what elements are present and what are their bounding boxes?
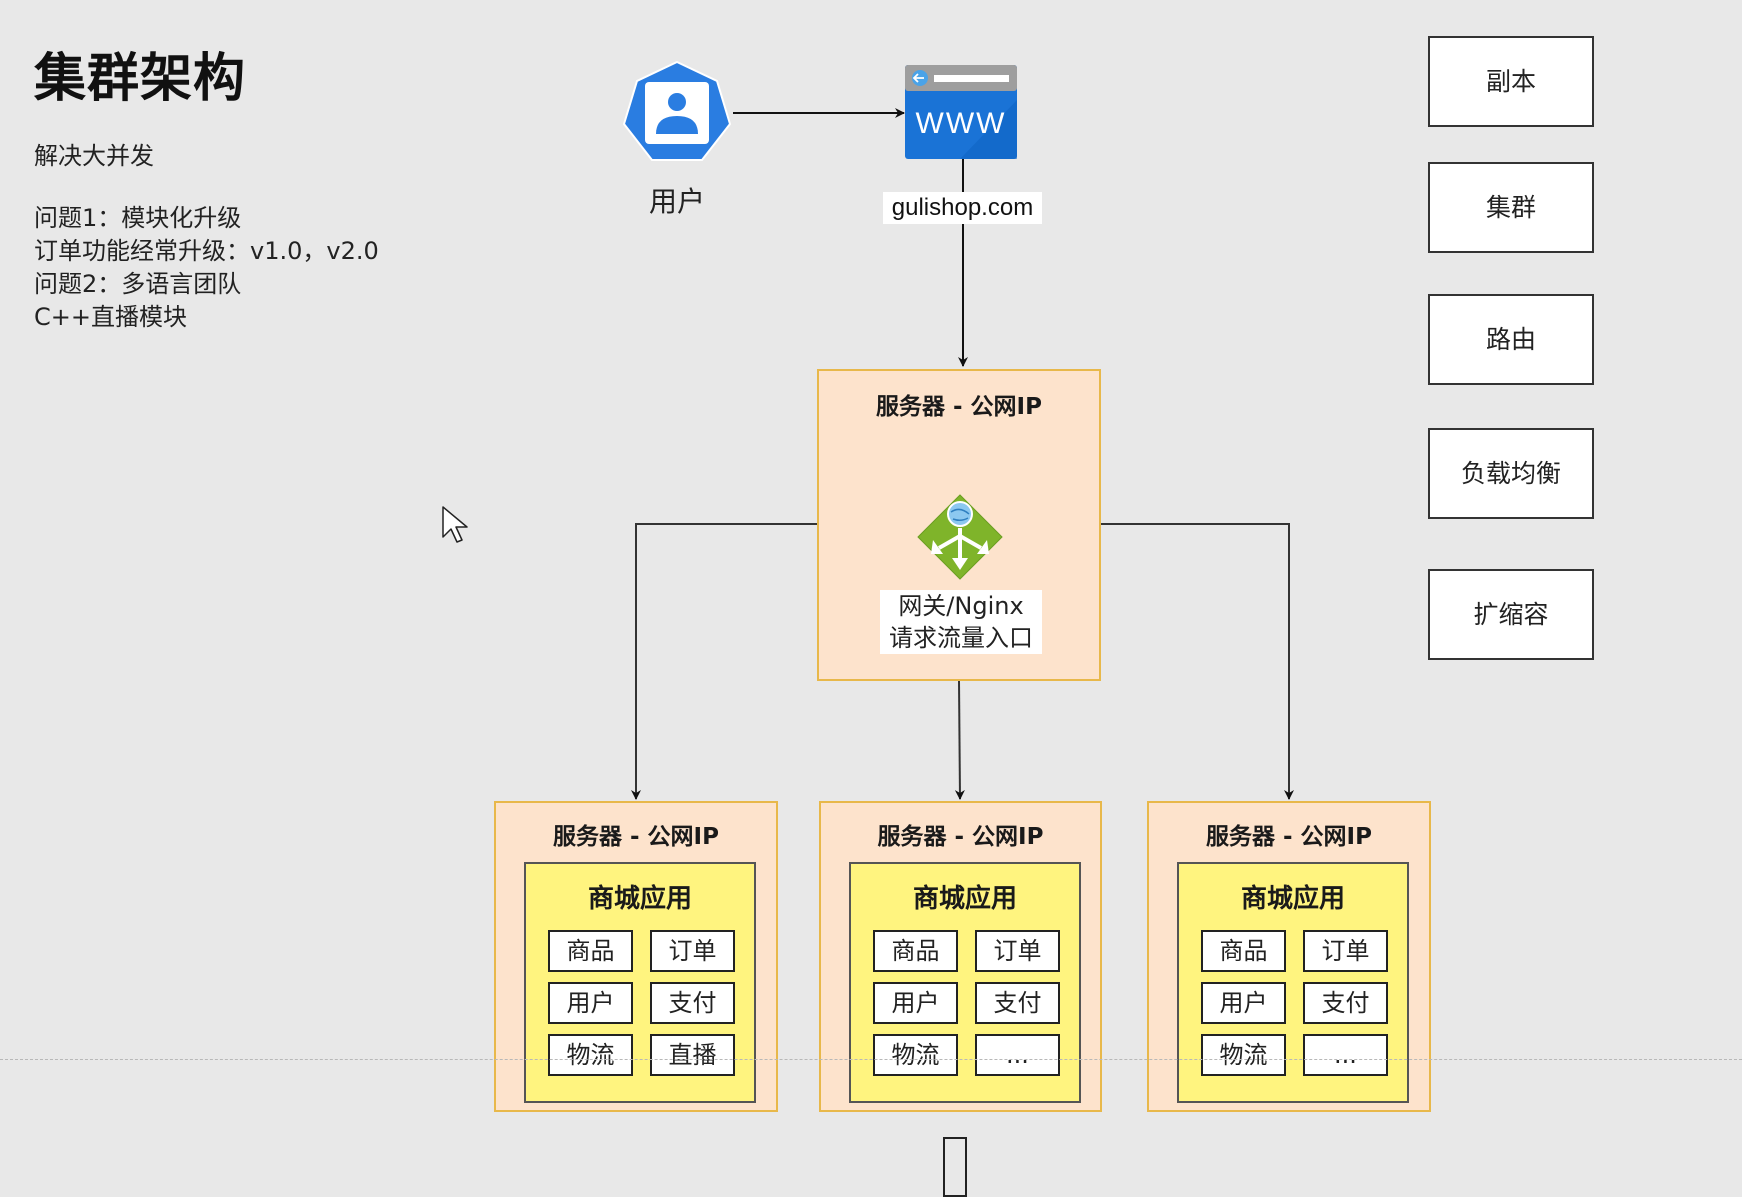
module-more[interactable]: ... — [975, 1034, 1060, 1076]
concept-replica[interactable]: 副本 — [1428, 36, 1594, 127]
page-subtitle: 解决大并发 — [34, 142, 154, 170]
user-label: 用户 — [648, 185, 705, 218]
note-line: 问题2：多语言团队 — [34, 270, 242, 298]
module-order[interactable]: 订单 — [975, 930, 1060, 972]
browser-www-text: WWW — [916, 107, 1007, 140]
module-logistics[interactable]: 物流 — [548, 1034, 633, 1076]
module-order[interactable]: 订单 — [1303, 930, 1388, 972]
edge-gateway-to-server-2 — [954, 680, 965, 800]
module-payment[interactable]: 支付 — [1303, 982, 1388, 1024]
note-line: 订单功能经常升级：v1.0，v2.0 — [34, 237, 379, 265]
app-server-2[interactable]: 服务器 - 公网IP 商城应用 商品 订单 用户 支付 物流 ... — [819, 801, 1102, 1112]
module-product[interactable]: 商品 — [1201, 930, 1286, 972]
note-line: C++直播模块 — [34, 303, 187, 331]
gateway-server-title: 服务器 - 公网IP — [876, 394, 1042, 420]
module-logistics[interactable]: 物流 — [1201, 1034, 1286, 1076]
module-more[interactable]: ... — [1303, 1034, 1388, 1076]
app-server-1[interactable]: 服务器 - 公网IP 商城应用 商品 订单 用户 支付 物流 直播 — [494, 801, 778, 1112]
concept-load-balancing[interactable]: 负载均衡 — [1428, 428, 1594, 519]
module-payment[interactable]: 支付 — [975, 982, 1060, 1024]
app-title: 商城应用 — [912, 884, 1017, 914]
browser-www-icon[interactable]: WWW — [905, 65, 1017, 159]
module-product[interactable]: 商品 — [548, 930, 633, 972]
user-icon[interactable] — [622, 60, 732, 161]
edge-gateway-to-server-3 — [1101, 523, 1294, 800]
gateway-label: 网关/Nginx 请求流量入口 — [880, 590, 1042, 654]
app-server-3[interactable]: 服务器 - 公网IP 商城应用 商品 订单 用户 支付 物流 ... — [1147, 801, 1431, 1112]
mall-app[interactable]: 商城应用 商品 订单 用户 支付 物流 直播 — [524, 862, 756, 1103]
server-title: 服务器 - 公网IP — [553, 824, 719, 850]
page-boundary-dashed-line — [0, 1059, 1742, 1060]
app-title: 商城应用 — [587, 884, 692, 914]
load-balancer-icon — [917, 494, 1003, 580]
mall-app[interactable]: 商城应用 商品 订单 用户 支付 物流 ... — [1177, 862, 1409, 1103]
concept-cluster[interactable]: 集群 — [1428, 162, 1594, 253]
server-title: 服务器 - 公网IP — [1206, 824, 1372, 850]
app-title: 商城应用 — [1240, 884, 1345, 914]
module-user[interactable]: 用户 — [1201, 982, 1286, 1024]
module-live[interactable]: 直播 — [650, 1034, 735, 1076]
edge-gateway-to-server-1 — [631, 523, 818, 800]
domain-label: gulishop.com — [883, 192, 1042, 224]
gateway-label-line1: 网关/Nginx — [898, 592, 1024, 620]
concept-routing[interactable]: 路由 — [1428, 294, 1594, 385]
page-title: 集群架构 — [34, 49, 247, 109]
notes-list: 问题1：模块化升级 订单功能经常升级：v1.0，v2.0 问题2：多语言团队 C… — [34, 202, 379, 334]
server-title: 服务器 - 公网IP — [877, 824, 1044, 850]
module-payment[interactable]: 支付 — [650, 982, 735, 1024]
module-product[interactable]: 商品 — [873, 930, 958, 972]
gateway-label-line2: 请求流量入口 — [889, 624, 1033, 652]
concept-scaling[interactable]: 扩缩容 — [1428, 569, 1594, 660]
mouse-cursor-icon — [442, 506, 468, 543]
module-logistics[interactable]: 物流 — [873, 1034, 958, 1076]
note-line: 问题1：模块化升级 — [34, 204, 242, 232]
module-user[interactable]: 用户 — [873, 982, 958, 1024]
module-order[interactable]: 订单 — [650, 930, 735, 972]
module-user[interactable]: 用户 — [548, 982, 633, 1024]
partial-shape[interactable] — [943, 1137, 967, 1197]
mall-app[interactable]: 商城应用 商品 订单 用户 支付 物流 ... — [849, 862, 1081, 1103]
